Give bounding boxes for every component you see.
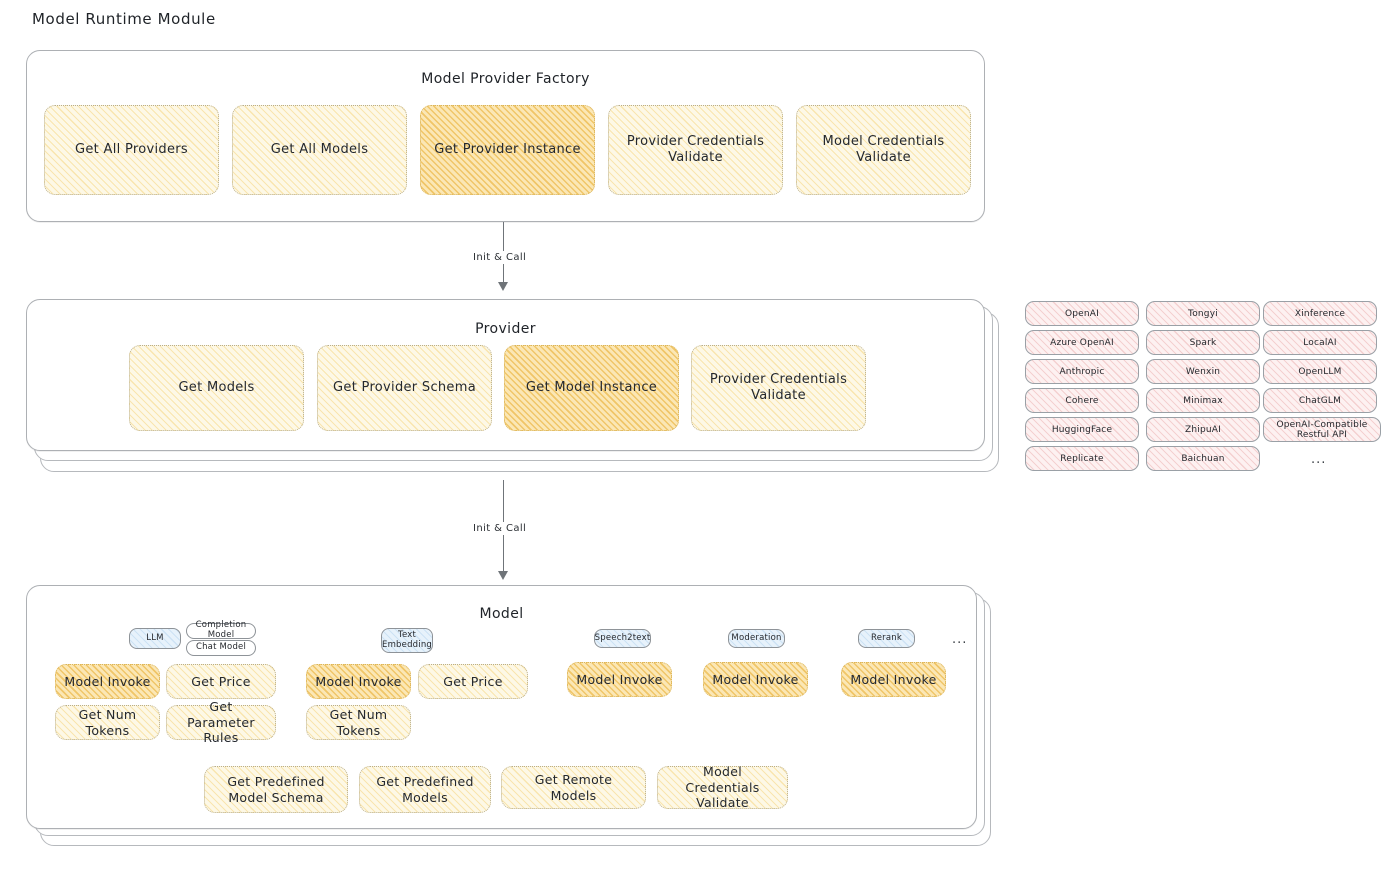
provider-chip-spark[interactable]: Spark — [1146, 330, 1260, 355]
provider-chip-localai[interactable]: LocalAI — [1263, 330, 1377, 355]
factory-node-get-all-models[interactable]: Get All Models — [232, 105, 407, 195]
model-type-badge-speech2text[interactable]: Speech2text — [594, 629, 651, 648]
provider-chip-anthropic[interactable]: Anthropic — [1025, 359, 1139, 384]
provider-chip-azure-openai[interactable]: Azure OpenAI — [1025, 330, 1139, 355]
model-type-badge-llm[interactable]: LLM — [129, 628, 181, 649]
llm-node-get-num-tokens[interactable]: Get Num Tokens — [55, 705, 160, 740]
moderation-node-model-invoke[interactable]: Model Invoke — [703, 662, 808, 697]
model-type-badge-moderation[interactable]: Moderation — [728, 629, 785, 648]
model-node-get-predefined-models[interactable]: Get Predefined Models — [359, 766, 491, 813]
factory-node-get-provider-instance[interactable]: Get Provider Instance — [420, 105, 595, 195]
provider-chip-cohere[interactable]: Cohere — [1025, 388, 1139, 413]
speech2text-node-model-invoke[interactable]: Model Invoke — [567, 662, 672, 697]
model-type-badge-rerank[interactable]: Rerank — [858, 629, 915, 648]
model-node-get-predefined-model-schema[interactable]: Get Predefined Model Schema — [204, 766, 348, 813]
rerank-node-model-invoke[interactable]: Model Invoke — [841, 662, 946, 697]
provider-list-more: ... — [1311, 452, 1327, 467]
provider-node-get-models[interactable]: Get Models — [129, 345, 304, 431]
provider-chip-replicate[interactable]: Replicate — [1025, 446, 1139, 471]
llm-node-get-parameter-rules[interactable]: Get Parameter Rules — [166, 699, 276, 745]
arrow-provider-to-model-label: Init & Call — [468, 522, 532, 535]
model-type-badge-text-embedding[interactable]: Text Embedding — [381, 628, 433, 653]
model-title: Model — [479, 606, 524, 622]
provider-chip-openai[interactable]: OpenAI — [1025, 301, 1139, 326]
factory-node-model-credentials-validate[interactable]: Model Credentials Validate — [796, 105, 971, 195]
provider-chip-openai-compatible-restful-api[interactable]: OpenAI-Compatible Restful API — [1263, 417, 1381, 442]
model-provider-factory-title: Model Provider Factory — [421, 71, 590, 87]
text-embedding-node-get-num-tokens[interactable]: Get Num Tokens — [306, 705, 411, 740]
provider-chip-huggingface[interactable]: HuggingFace — [1025, 417, 1139, 442]
model-subtype-badge-completion-model[interactable]: Completion Model — [186, 620, 256, 640]
text-embedding-node-get-price[interactable]: Get Price — [418, 664, 528, 699]
provider-chip-baichuan[interactable]: Baichuan — [1146, 446, 1260, 471]
provider-chip-xinference[interactable]: Xinference — [1263, 301, 1377, 326]
provider-title: Provider — [475, 321, 536, 337]
provider-chip-chatglm[interactable]: ChatGLM — [1263, 388, 1377, 413]
provider-node-get-provider-schema[interactable]: Get Provider Schema — [317, 345, 492, 431]
provider-chip-minimax[interactable]: Minimax — [1146, 388, 1260, 413]
model-subtype-badge-chat-model[interactable]: Chat Model — [186, 640, 256, 656]
provider-chip-openllm[interactable]: OpenLLM — [1263, 359, 1377, 384]
provider-chip-tongyi[interactable]: Tongyi — [1146, 301, 1260, 326]
llm-node-model-invoke[interactable]: Model Invoke — [55, 664, 160, 699]
page-title: Model Runtime Module — [32, 10, 216, 28]
provider-node-get-model-instance[interactable]: Get Model Instance — [504, 345, 679, 431]
provider-chip-wenxin[interactable]: Wenxin — [1146, 359, 1260, 384]
provider-node-provider-credentials-validate[interactable]: Provider Credentials Validate — [691, 345, 866, 431]
model-types-more: ... — [952, 632, 968, 647]
arrow-provider-to-model-head — [498, 571, 508, 580]
llm-node-get-price[interactable]: Get Price — [166, 664, 276, 699]
factory-node-get-all-providers[interactable]: Get All Providers — [44, 105, 219, 195]
arrow-factory-to-provider-label: Init & Call — [468, 251, 532, 264]
model-node-model-credentials-validate[interactable]: Model Credentials Validate — [657, 764, 788, 810]
model-node-get-remote-models[interactable]: Get Remote Models — [501, 766, 646, 809]
factory-node-provider-credentials-validate[interactable]: Provider Credentials Validate — [608, 105, 783, 195]
text-embedding-node-model-invoke[interactable]: Model Invoke — [306, 664, 411, 699]
arrow-factory-to-provider-head — [498, 282, 508, 291]
provider-chip-zhipuai[interactable]: ZhipuAI — [1146, 417, 1260, 442]
